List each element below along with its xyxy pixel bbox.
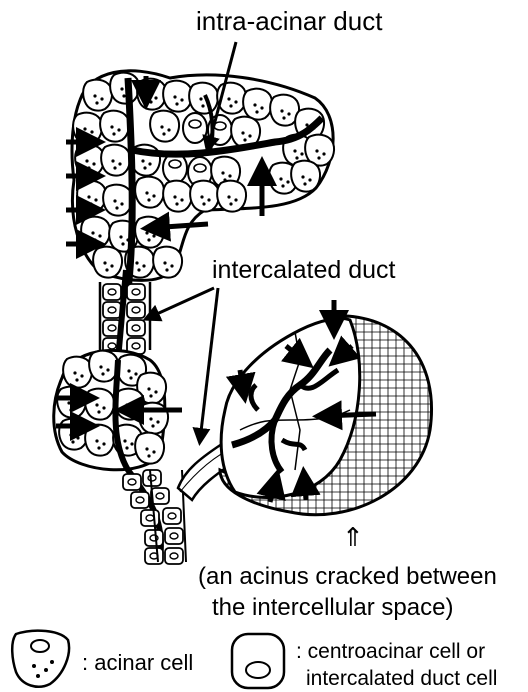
intercalated-duct (100, 270, 150, 360)
legend-acinar-label: : acinar cell (82, 650, 193, 676)
legend-centroacinar-label-2: intercalated duct cell (306, 667, 497, 691)
legend-centroacinar-icon (232, 634, 284, 688)
intercalated-duct-label: intercalated duct (212, 256, 395, 285)
caption-line-2: the intercellular space) (212, 594, 453, 622)
legend-centroacinar-label-1: : centroacinar cell or (296, 640, 485, 664)
middle-acinus (54, 350, 168, 560)
caption-line-1: (an acinus cracked between (198, 563, 497, 591)
intra-acinar-duct-label: intra-acinar duct (196, 6, 382, 37)
legend-acinar-icon (12, 631, 69, 687)
lower-duct (123, 470, 186, 564)
double-up-arrow-icon: ⇑ (342, 522, 364, 553)
